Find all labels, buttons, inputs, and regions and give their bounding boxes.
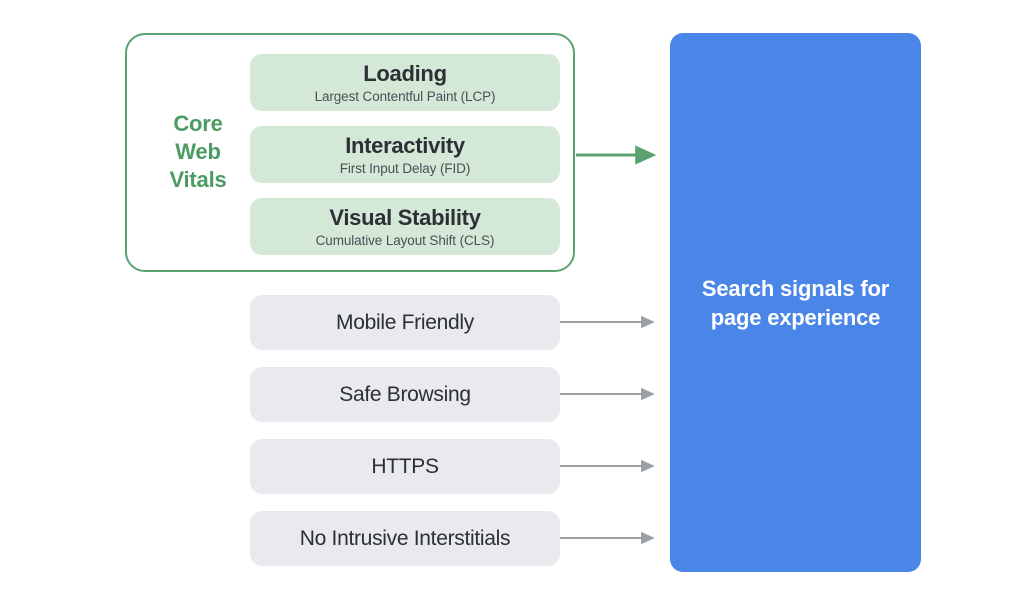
signal-card-no-intrusive-interstitials[interactable]: No Intrusive Interstitials: [250, 511, 560, 566]
core-web-vitals-label-line-1: Core: [173, 111, 223, 136]
metric-title: Visual Stability: [329, 204, 481, 230]
metric-card-visual-stability[interactable]: Visual Stability Cumulative Layout Shift…: [250, 198, 560, 255]
metric-subtitle: Cumulative Layout Shift (CLS): [315, 232, 495, 248]
signal-card-mobile-friendly[interactable]: Mobile Friendly: [250, 295, 560, 350]
metric-title: Interactivity: [345, 132, 465, 158]
metric-subtitle: Largest Contentful Paint (LCP): [314, 88, 496, 104]
search-signals-panel: Search signals for page experience: [670, 33, 921, 572]
metric-subtitle: First Input Delay (FID): [339, 160, 471, 176]
signal-title: Safe Browsing: [339, 382, 471, 406]
signal-card-safe-browsing[interactable]: Safe Browsing: [250, 367, 560, 422]
metric-card-loading[interactable]: Loading Largest Contentful Paint (LCP): [250, 54, 560, 111]
signal-title: Mobile Friendly: [336, 310, 474, 334]
search-signals-panel-text: Search signals for page experience: [701, 275, 890, 330]
metric-title: Loading: [363, 60, 447, 86]
core-web-vitals-label-line-2: Web: [175, 139, 221, 164]
signal-title: No Intrusive Interstitials: [299, 526, 511, 550]
metric-card-interactivity[interactable]: Interactivity First Input Delay (FID): [250, 126, 560, 183]
signal-card-https[interactable]: HTTPS: [250, 439, 560, 494]
core-web-vitals-label-line-3: Vitals: [169, 167, 227, 192]
signal-title: HTTPS: [371, 454, 439, 478]
core-web-vitals-label: Core Web Vitals: [150, 110, 246, 194]
